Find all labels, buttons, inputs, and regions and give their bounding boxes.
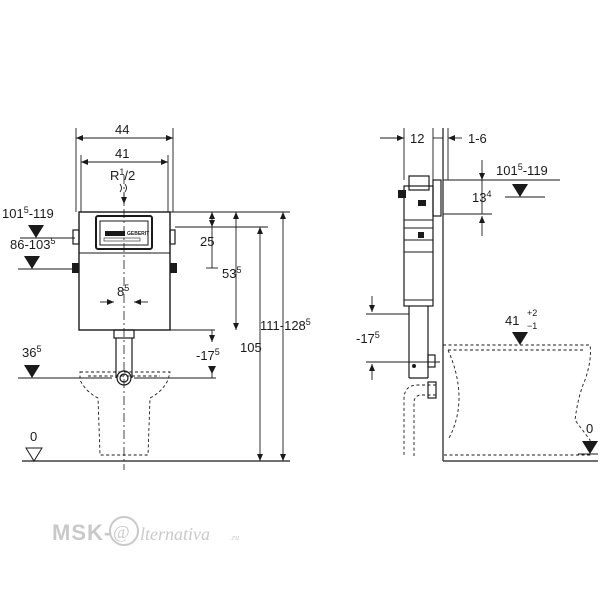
dimension-depth-12: 12 (380, 128, 443, 180)
side-drain-bend (403, 381, 437, 456)
dim-8-5-label: 85 (117, 283, 129, 299)
dim-width-44-label: 44 (115, 122, 129, 137)
dimension-width-44: 44 (75, 122, 174, 212)
level-101-119: 1015-119 (2, 205, 75, 239)
toilet-bowl-side (442, 344, 591, 456)
dimension-8-5: 85 (100, 283, 148, 305)
floor-level-front-label: 0 (30, 429, 37, 444)
floor-level-front: 0 (25, 429, 43, 462)
level-86-103: 86-1035 (10, 236, 75, 270)
watermark-left: MSK- (52, 520, 112, 545)
side-view: 12 1-6 (356, 128, 598, 462)
level-101-119-side-label: 1015-119 (496, 162, 548, 178)
watermark: MSK- @ lternativa .ru (52, 516, 239, 546)
dim-gap-1-6-label: 1-6 (468, 131, 487, 146)
dim-105-label: 105 (240, 340, 262, 355)
level-41-tol-plus: +2 (527, 308, 537, 318)
drain-pipe (113, 329, 215, 386)
watermark-at: @ (113, 522, 130, 542)
dim-depth-12-label: 12 (410, 131, 424, 146)
dimension-minus-17-5-side: -175 (356, 296, 440, 380)
dimension-111-128: 111-1285 (245, 211, 311, 461)
dim-width-41-label: 41 (115, 146, 129, 161)
inlet-callout: R1/2 (110, 167, 135, 204)
watermark-tld: .ru (230, 533, 239, 542)
dim-111-128-label: 111-1285 (260, 317, 311, 333)
toilet-bowl-front (79, 371, 171, 456)
dimension-minus-17-5-front: -175 (134, 330, 220, 379)
dim-25-label: 25 (200, 234, 214, 249)
cistern-frame: GEBERIT (72, 211, 177, 331)
dimension-105: 105 (176, 226, 268, 461)
level-41-label: 41 (505, 313, 519, 328)
level-41-tol-minus: −1 (527, 321, 537, 331)
dimension-13-4: 134 (443, 180, 492, 236)
level-36-5: 365 (18, 344, 112, 379)
dimension-53-5: 535 (222, 212, 241, 330)
level-36-5-label: 365 (22, 344, 41, 360)
level-41-bowl: 41 +2 −1 (505, 308, 537, 345)
side-frame (398, 175, 442, 379)
dim-13-4-label: 134 (472, 189, 491, 205)
brand-label: GEBERIT (127, 231, 149, 237)
front-view: 44 41 R1/2 (2, 122, 311, 470)
level-101-119-side: 1015-119 (443, 160, 560, 198)
dim-53-5-label: 535 (222, 265, 241, 281)
dimension-width-41: 41 (80, 146, 169, 212)
inlet-label: R1/2 (110, 167, 135, 183)
floor-level-side: 0 (578, 421, 598, 455)
dim-minus-17-5-side-label: -175 (356, 330, 380, 346)
dim-minus-17-5-front-label: -175 (196, 347, 220, 363)
dimension-25: 25 (170, 211, 245, 269)
level-86-103-label: 86-1035 (10, 236, 56, 252)
level-101-119-label: 1015-119 (2, 205, 54, 221)
floor-level-side-label: 0 (586, 421, 593, 436)
dimension-gap-1-6: 1-6 (447, 128, 487, 180)
watermark-right: lternativa (140, 524, 210, 544)
